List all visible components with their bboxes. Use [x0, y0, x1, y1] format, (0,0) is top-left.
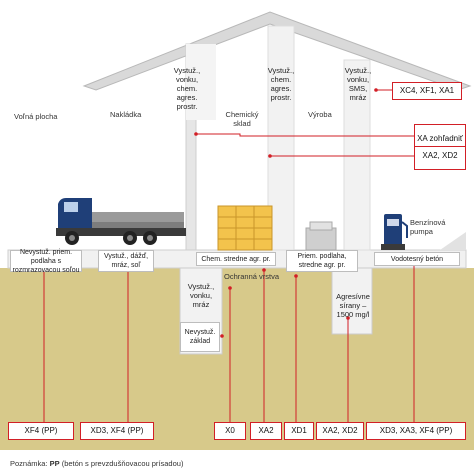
production-machine-icon: [305, 221, 337, 251]
exposure-xa-value: XA2, XD2: [422, 150, 458, 160]
footnote: Poznámka: PP (betón s prevzdušňovacou pr…: [10, 459, 183, 468]
exposure-b4: XA2: [250, 422, 282, 440]
zone-benzinova-pumpa: Benzínová pumpa: [410, 218, 446, 236]
foundation-right: [331, 267, 373, 335]
exposure-b1: XF4 (PP): [8, 422, 74, 440]
pallet-stack-icon: [217, 205, 273, 251]
exposure-b2: XD3, XF4 (PP): [80, 422, 154, 440]
ground-label-3: Chem. stredne agr. pr.: [196, 252, 276, 266]
pillar-label-3: Vystuž., vonku, SMS, mráz: [344, 66, 372, 102]
pillar-label-2: Vystuž., chem. agres. prostr.: [267, 66, 295, 102]
foundation-label-1: Vystuž., vonku, mráz: [187, 282, 215, 309]
exposure-b3: X0: [214, 422, 246, 440]
ground-soil: [0, 268, 474, 450]
foundation-label-2: Nevystuž. základ: [180, 322, 220, 352]
exposure-roof: XC4, XF1, XA1: [392, 82, 462, 100]
truck-icon: [56, 198, 186, 245]
floor-edge: [440, 232, 466, 250]
pillar-left-top: [186, 44, 216, 120]
exposure-b5: XD1: [284, 422, 314, 440]
exposure-xa-title: XA zohľadniť: [415, 134, 465, 147]
leader-lines: [43, 89, 415, 422]
zone-volna-plocha: Voľná plocha: [14, 112, 58, 121]
ground-label-4: Priem. podlaha, stredne agr. pr.: [286, 250, 358, 272]
fuel-pump-icon: [381, 214, 408, 250]
ground-label-1: Nevystuž. priem. podlaha s rozmrazovacou…: [10, 249, 82, 274]
pillar-label-1: Vystuž., vonku, chem. agres. prostr.: [173, 66, 201, 111]
zone-chemicky-sklad: Chemický sklad: [225, 110, 259, 128]
ground-label-5: Vodotesný betón: [374, 252, 460, 266]
exposure-b7: XD3, XA3, XF4 (PP): [366, 422, 466, 440]
pillar-center: [267, 25, 295, 251]
ochranna-vrstva-label: Ochranná vrstva: [224, 272, 280, 281]
footnote-prefix: Poznámka:: [10, 459, 50, 468]
footnote-bold: PP: [49, 459, 60, 468]
zone-nakladka: Nakládka: [110, 110, 142, 119]
footnote-rest: (betón s prevzdušňovacou prísadou): [59, 459, 184, 468]
pillar-right: [343, 59, 371, 251]
zone-vyroba: Výroba: [308, 110, 332, 119]
agresivne-sirany-label: Agresívne sírany – 1500 mg/l: [336, 292, 370, 319]
ground-label-2: Vystuž., dážď, mráz, soľ: [98, 250, 154, 272]
exposure-xa-zohladnit: XA zohľadniť XA2, XD2: [414, 124, 466, 170]
exposure-b6: XA2, XD2: [316, 422, 364, 440]
